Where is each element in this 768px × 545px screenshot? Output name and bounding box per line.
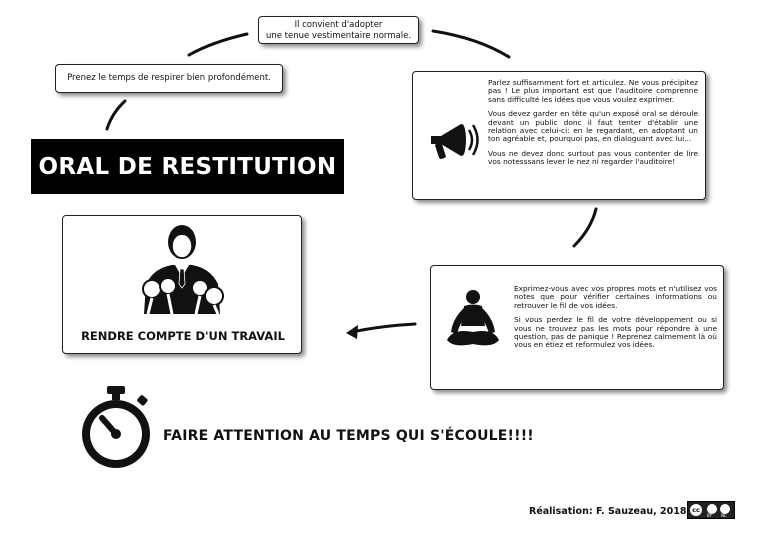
creative-commons-icon: cc BY NC (687, 501, 735, 519)
meditation-icon (447, 290, 499, 346)
by-label: BY (707, 513, 712, 518)
outfit-advice-box: Il convient d'adopter une tenue vestimen… (258, 16, 419, 44)
by-icon (707, 504, 717, 514)
outfit-advice-line1: Il convient d'adopter (294, 20, 383, 30)
expression-advice-p2: Si vous perdez le fil de votre développe… (514, 315, 717, 350)
megaphone-icon (431, 124, 479, 160)
outfit-advice-line2: une tenue vestimentaire normale. (265, 31, 412, 41)
speaking-advice-p3: Vous ne devez donc surtout pas vous cont… (488, 148, 698, 167)
breathing-advice-box: Prenez le temps de respirer bien profond… (55, 64, 283, 93)
connector-left-top (187, 32, 249, 57)
cc-badge-text: cc (692, 506, 700, 514)
speaking-advice-p1: Parlez suffisamment fort et articulez. N… (488, 78, 698, 104)
time-warning: FAIRE ATTENTION AU TEMPS QUI S'ÉCOULE!!!… (163, 428, 534, 444)
expression-advice-box: Exprimez-vous avec vos propres mots et n… (430, 265, 724, 390)
stopwatch-icon (82, 386, 150, 468)
connector-right-down (572, 207, 598, 248)
arrow-to-report (350, 322, 417, 334)
speaker-at-podium-icon (142, 225, 224, 314)
connector-left-title (105, 99, 127, 131)
arrow-head (346, 325, 358, 339)
speaking-advice-box: Parlez suffisamment fort et articulez. N… (412, 71, 706, 200)
credit-text: Réalisation: F. Sauzeau, 2018 (529, 506, 687, 517)
speaking-advice-p2: Vous devez garder en tête qu'un exposé o… (488, 109, 698, 144)
report-box: RENDRE COMPTE D'UN TRAVAIL (62, 215, 302, 354)
report-label: RENDRE COMPTE D'UN TRAVAIL (81, 329, 285, 343)
breathing-advice-text: Prenez le temps de respirer bien profond… (67, 73, 271, 83)
connector-top-right (431, 29, 511, 59)
nc-icon (720, 504, 730, 514)
nc-label: NC (721, 513, 727, 518)
page-title: ORAL DE RESTITUTION (31, 139, 344, 194)
cc-badge: cc (690, 504, 702, 516)
expression-advice-p1: Exprimez-vous avec vos propres mots et n… (514, 284, 717, 310)
